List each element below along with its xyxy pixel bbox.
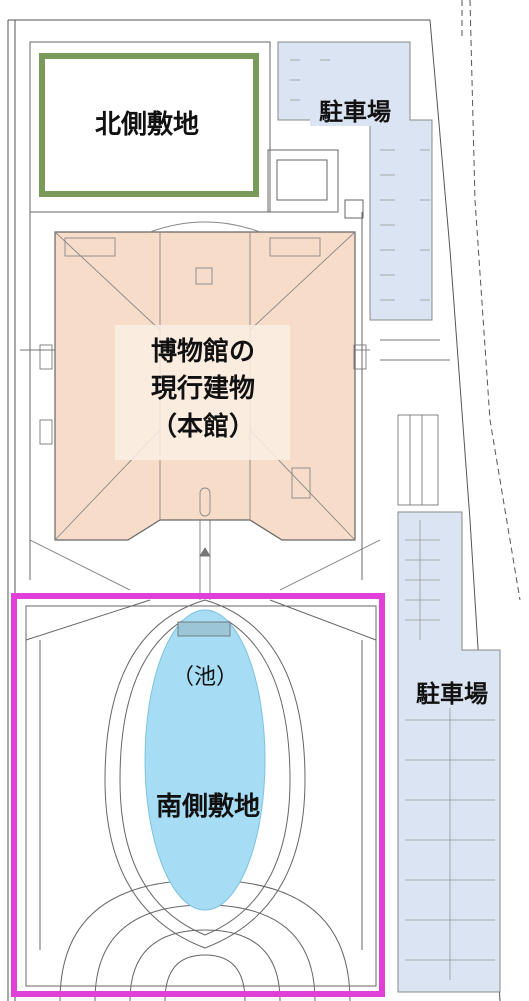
- north-site-label: 北側敷地: [94, 110, 199, 140]
- south-site-label: 南側敷地: [155, 792, 260, 822]
- site-inner-outline: [29, 41, 364, 580]
- parking-south-label: 駐車場: [405, 680, 499, 708]
- south-site-outline: [11, 593, 385, 997]
- museum-building: [54, 221, 356, 541]
- pond-label: （池）: [171, 665, 238, 690]
- pond: [144, 609, 266, 911]
- museum-label-line3: （本館）: [150, 412, 255, 442]
- north-site-outline: [39, 53, 259, 197]
- pond-deck: [177, 621, 231, 637]
- parking-north-label: 駐車場: [310, 98, 400, 126]
- museum-label-line1: 博物館の: [150, 337, 255, 367]
- approach-linework: [20, 339, 450, 600]
- museum-label-line2: 現行建物: [150, 374, 255, 404]
- parking-area-south: [397, 511, 501, 993]
